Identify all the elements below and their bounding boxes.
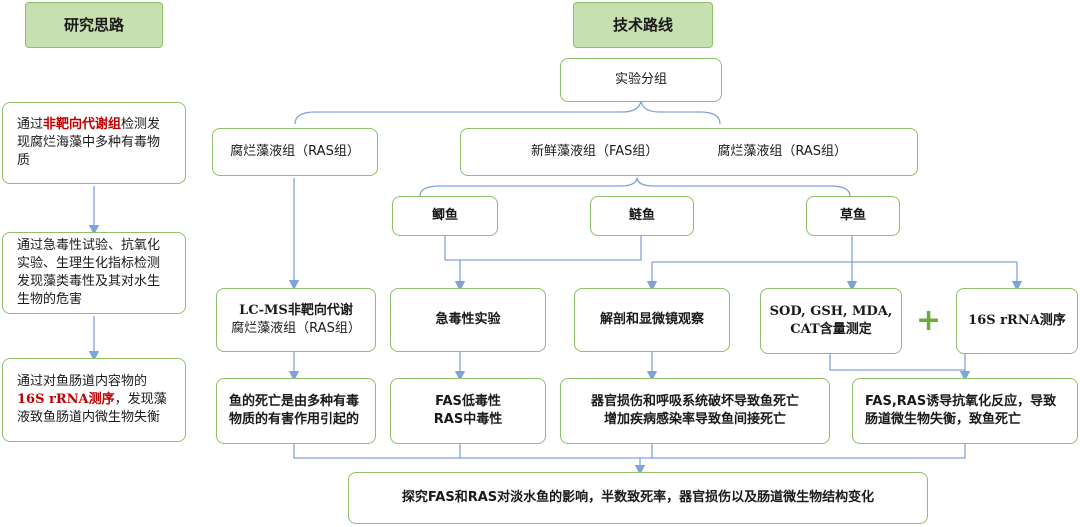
step1-highlight: 非靶向代谢组	[43, 117, 122, 132]
sod-box: SOD, GSH, MDA, CAT含量测定	[760, 288, 902, 354]
dissection-box: 解剖和显微镜观察	[574, 288, 730, 352]
step3-pre: 通过对鱼肠道内容物的	[17, 374, 148, 389]
fish-crucian-text: 鲫鱼	[431, 208, 458, 223]
research-header: 研究思路	[25, 2, 163, 48]
sod-line2: CAT含量测定	[790, 322, 872, 337]
research-step-1-text: 通过非靶向代谢组检测发现腐烂海藻中多种有毒物质	[17, 116, 171, 170]
research-step-2: 通过急毒性试验、抗氧化实验、生理生化指标检测发现藻类毒性及其对水生生物的危害	[2, 232, 186, 314]
research-step-1: 通过非靶向代谢组检测发现腐烂海藻中多种有毒物质	[2, 102, 186, 184]
fish-silver-carp-text: 鲢鱼	[628, 208, 655, 223]
ras-group-text-2: 腐烂藻液组（RAS组）	[717, 144, 847, 159]
step1-post: 检测发现腐烂海藻中多种有毒物质	[17, 117, 161, 168]
lcms-box: LC-MS非靶向代谢 腐烂藻液组（RAS组）	[216, 288, 376, 352]
result-1-text: 鱼的死亡是由多种有毒物质的有害作用引起的	[229, 394, 360, 427]
acute-toxicity-text: 急毒性实验	[435, 312, 501, 327]
research-header-text: 研究思路	[63, 16, 124, 34]
research-step-2-text: 通过急毒性试验、抗氧化实验、生理生化指标检测发现藻类毒性及其对水生生物的危害	[17, 238, 161, 307]
group-pair-box: 新鲜藻液组（FAS组） 腐烂藻液组（RAS组）	[460, 128, 918, 176]
dissection-text: 解剖和显微镜观察	[599, 312, 704, 327]
result-4-text: FAS,RAS诱导抗氧化反应，导致肠道微生物失衡，致鱼死亡	[865, 394, 1057, 427]
fish-silver-carp: 鲢鱼	[590, 196, 694, 236]
step3-post: ，发现藻液致鱼肠道内微生物失衡	[17, 392, 167, 425]
ras-group-box: 腐烂藻液组（RAS组）	[212, 128, 378, 176]
ras-group-text: 腐烂藻液组（RAS组）	[230, 144, 360, 159]
conclusion-text: 探究FAS和RAS对淡水鱼的影响，半数致死率，器官损伤以及肠道微生物结构变化	[401, 490, 875, 505]
fish-crucian: 鲫鱼	[392, 196, 498, 236]
result-4: FAS,RAS诱导抗氧化反应，导致肠道微生物失衡，致鱼死亡	[852, 378, 1078, 444]
group-pair-row: 新鲜藻液组（FAS组） 腐烂藻液组（RAS组）	[461, 143, 917, 161]
research-step-3: 通过对鱼肠道内容物的 16S rRNA测序，发现藻液致鱼肠道内微生物失衡	[2, 358, 186, 442]
lcms-line2: 腐烂藻液组（RAS组）	[231, 321, 361, 336]
research-step-3-text: 通过对鱼肠道内容物的 16S rRNA测序，发现藻液致鱼肠道内微生物失衡	[17, 373, 171, 427]
grouping-text: 实验分组	[614, 72, 667, 87]
result-2-line2: RAS中毒性	[433, 412, 503, 427]
plus-icon: +	[916, 303, 942, 338]
result-3-line1: 器官损伤和呼吸系统破坏导致鱼死亡	[590, 394, 799, 409]
route-header-text: 技术路线	[612, 16, 673, 34]
result-3-line2: 增加疾病感染率导致鱼间接死亡	[603, 412, 786, 427]
acute-toxicity-box: 急毒性实验	[390, 288, 546, 352]
rrna-text: 16S rRNA测序	[968, 313, 1066, 328]
result-2-line1: FAS低毒性	[435, 394, 501, 409]
fish-grass-carp-text: 草鱼	[839, 208, 866, 223]
result-2: FAS低毒性 RAS中毒性	[390, 378, 546, 444]
result-1: 鱼的死亡是由多种有毒物质的有害作用引起的	[216, 378, 376, 444]
result-3: 器官损伤和呼吸系统破坏导致鱼死亡 增加疾病感染率导致鱼间接死亡	[560, 378, 830, 444]
step1-pre: 通过	[17, 117, 44, 132]
lcms-line1: LC-MS非靶向代谢	[239, 303, 353, 318]
conclusion-box: 探究FAS和RAS对淡水鱼的影响，半数致死率，器官损伤以及肠道微生物结构变化	[348, 472, 928, 524]
sod-line1: SOD, GSH, MDA,	[769, 304, 893, 319]
route-header: 技术路线	[573, 2, 713, 48]
grouping-box: 实验分组	[560, 58, 722, 102]
fas-group-text: 新鲜藻液组（FAS组）	[531, 144, 659, 159]
rrna-box: 16S rRNA测序	[956, 288, 1078, 354]
fish-grass-carp: 草鱼	[806, 196, 900, 236]
step3-highlight: 16S rRNA测序	[17, 392, 115, 407]
